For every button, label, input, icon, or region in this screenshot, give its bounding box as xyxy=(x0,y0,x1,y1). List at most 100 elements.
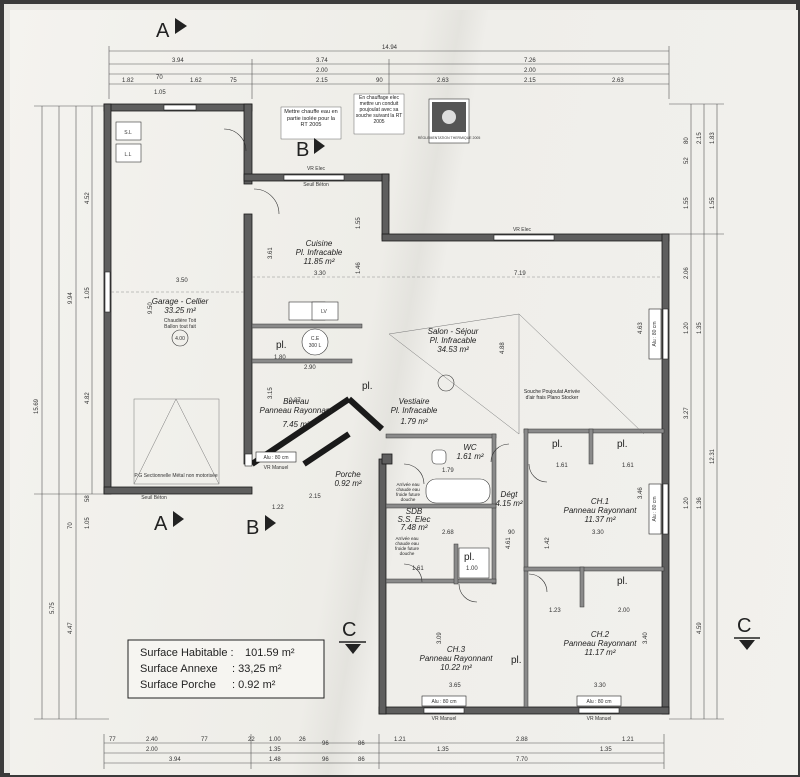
ch1-finish: Panneau Rayonnant xyxy=(564,506,638,515)
alu-label-3: Alu : 80 cm xyxy=(431,699,456,705)
dim-top-9: 1.62 xyxy=(190,78,202,84)
dim-in-23: 2.68 xyxy=(442,530,454,536)
note-rt-fo: Mettre chauffe eau en partie isolée pour… xyxy=(284,109,337,128)
vestiaire-finish: Pl. Infracable xyxy=(391,406,438,415)
label-sl: S.L xyxy=(124,130,132,136)
summary-porche-value: : 0.92 m² xyxy=(232,679,276,691)
dim-left-2: 4.52 xyxy=(85,192,91,204)
garage-name: Garage - Cellier xyxy=(152,297,209,306)
alu-label-2: Alu : 80 cm xyxy=(652,496,658,521)
ch3-area: 10.22 m² xyxy=(440,663,472,672)
dim-in-28: 1.61 xyxy=(412,566,424,572)
dim-top-10: 75 xyxy=(230,78,237,84)
dim-bot-11: 1.21 xyxy=(622,737,634,743)
dim-in-6: 1.46 xyxy=(356,262,362,274)
dim-bot-14: 1.35 xyxy=(437,747,449,753)
section-c-right-arrow-icon xyxy=(739,640,755,650)
dim-left-10: 15.69 xyxy=(34,398,40,414)
dim-top-total: 14.94 xyxy=(382,45,398,51)
porche-area: 0.92 m² xyxy=(334,479,361,488)
dim-left-3: 1.05 xyxy=(85,287,91,299)
dim-in-13: 3.46 xyxy=(638,487,644,499)
dim-in-9: 2.27 xyxy=(289,398,301,404)
garage-note1: Chaudière Toit xyxy=(164,318,197,324)
dim-top-1: 3.94 xyxy=(172,58,184,64)
dim-bot-7: 96 xyxy=(322,741,329,747)
salon-tag-circle xyxy=(437,374,455,392)
dim-in-31: 1.22 xyxy=(272,505,284,511)
dim-bot-17: 1.48 xyxy=(269,757,281,763)
pl-4: pl. xyxy=(617,439,628,450)
sdb-finish: S.S. Elec xyxy=(398,515,431,524)
dim-right-1: 80 xyxy=(684,137,690,144)
ch2-finish: Panneau Rayonnant xyxy=(564,639,638,648)
dim-bot-10: 2.88 xyxy=(516,737,528,743)
sdb-name: SDB xyxy=(406,507,423,516)
dim-right-3: 2.15 xyxy=(697,132,703,144)
summary-box xyxy=(127,639,325,699)
dim-in-16: 3.30 xyxy=(592,530,604,536)
dim-top-7: 1.82 xyxy=(122,78,134,84)
seuil-beton-1: Seuil Béton xyxy=(303,182,329,188)
section-a-top: A xyxy=(156,20,170,42)
note-chauffage-fo: En chauffage elec mettre un conduit pouj… xyxy=(356,95,403,125)
bureau-finish: Panneau Rayonnant xyxy=(260,406,334,415)
dim-in-8: 2.90 xyxy=(304,365,316,371)
dim-in-14: 1.61 xyxy=(556,463,568,469)
dim-in-22: 3.30 xyxy=(594,683,606,689)
section-a-bottom: A xyxy=(154,513,168,535)
label-ce-vol: 300 L xyxy=(309,343,322,349)
dim-in-18: 2.00 xyxy=(618,608,630,614)
dim-left-6: 70 xyxy=(68,522,74,529)
pl-3: pl. xyxy=(552,439,563,450)
dim-top-12: 90 xyxy=(376,78,383,84)
dim-bot-16: 3.94 xyxy=(169,757,181,763)
cuisine-area: 11.85 m² xyxy=(304,257,335,266)
dim-bot-5: 1.00 xyxy=(269,737,281,743)
vestiaire-name: Vestiaire xyxy=(399,397,430,406)
dim-bot-19: 86 xyxy=(358,757,365,763)
plan-sheet: 14.94 3.94 3.74 7.26 1.05 2.00 2.00 1.82… xyxy=(10,10,798,775)
degt-area: 4.15 m² xyxy=(495,499,522,508)
alu-box-4 xyxy=(576,695,622,707)
dim-top-3: 7.26 xyxy=(524,58,536,64)
pl-6: pl. xyxy=(511,655,522,666)
dim-in-26: 4.61 xyxy=(506,537,512,549)
dim-bot-12: 2.00 xyxy=(146,747,158,753)
vr-elec-1: VR Elec xyxy=(307,166,326,172)
seuil-beton-2: Seuil Béton xyxy=(141,495,167,501)
dim-top-14: 2.15 xyxy=(524,78,536,84)
exterior-walls xyxy=(103,103,670,715)
doors xyxy=(223,128,548,603)
dim-in-1: 3.50 xyxy=(176,278,188,284)
pl-7: pl. xyxy=(464,552,475,563)
dim-bot-8: 86 xyxy=(358,741,365,747)
summary-annexe-label: Surface Annexe xyxy=(140,663,218,675)
alu-box-3 xyxy=(421,695,467,707)
dim-in-2: 3.30 xyxy=(314,271,326,277)
vr-elec-2: VR Elec xyxy=(513,227,532,233)
dim-in-17: 1.23 xyxy=(549,608,561,614)
dim-in-15: 1.61 xyxy=(622,463,634,469)
label-ll: L.L xyxy=(125,152,132,158)
dim-left-7: 1.05 xyxy=(85,517,91,529)
dim-bot-1: 77 xyxy=(109,737,116,743)
dim-in-10: 3.15 xyxy=(268,387,274,399)
dim-in-5: 1.55 xyxy=(356,217,362,229)
dim-left-9: 4.47 xyxy=(68,622,74,634)
section-b-top-arrow-icon xyxy=(314,138,325,154)
dim-bot-2: 2.40 xyxy=(146,737,158,743)
section-c-left-arrow-icon xyxy=(345,644,361,654)
pl-2: pl. xyxy=(362,381,373,392)
dim-in-29: 1.79 xyxy=(442,468,454,474)
section-a-bottom-arrow-icon xyxy=(173,511,184,527)
ch2-name: CH.2 xyxy=(591,630,610,639)
bureau-name: Bureau xyxy=(283,397,309,406)
salon-area: 34.53 m² xyxy=(437,345,469,354)
dim-in-20: 3.40 xyxy=(643,632,649,644)
dim-bot-9: 1.21 xyxy=(394,737,406,743)
dim-in-27: 1.00 xyxy=(466,566,478,572)
salon-finish: Pl. Infracable xyxy=(430,336,477,345)
dim-top-6: 2.00 xyxy=(524,68,536,74)
